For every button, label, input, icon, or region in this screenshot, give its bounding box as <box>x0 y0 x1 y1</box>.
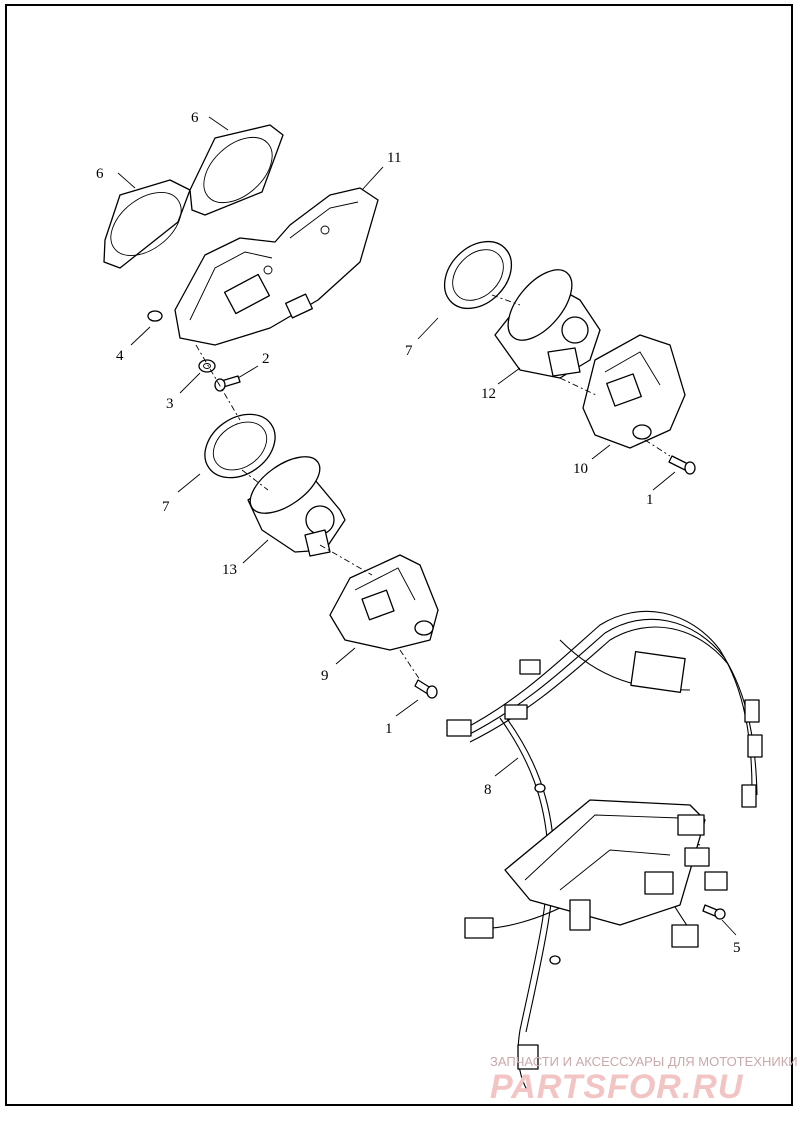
callout-6-left: 6 <box>96 166 104 182</box>
part-4-grommet <box>147 310 163 322</box>
watermark-tagline: ЗАПЧАСТИ И АКСЕССУАРЫ ДЛЯ МОТОТЕХНИКИ <box>490 1054 798 1069</box>
callout-1-lower: 1 <box>385 721 393 737</box>
part-7-ring-upper <box>443 240 513 310</box>
part-9-bracket <box>329 554 439 651</box>
callout-labels: 6 6 11 4 3 2 7 13 9 1 7 12 10 1 8 5 <box>96 110 741 956</box>
callout-1-upper: 1 <box>646 492 654 508</box>
callout-8: 8 <box>484 782 492 798</box>
part-5-screw <box>702 904 726 920</box>
part-13-gauge <box>247 456 346 557</box>
callout-2: 2 <box>262 351 270 367</box>
part-6-gasket-right <box>189 124 284 216</box>
callout-12: 12 <box>481 386 496 402</box>
callout-13: 13 <box>222 562 237 578</box>
part-12-gauge <box>494 269 601 379</box>
callout-7-lower: 7 <box>162 499 170 515</box>
callout-4: 4 <box>116 348 124 364</box>
callout-9: 9 <box>321 668 329 684</box>
part-1-bolt-lower <box>414 679 438 699</box>
assembly-lines <box>195 294 671 681</box>
callout-5: 5 <box>733 940 741 956</box>
callout-6-right: 6 <box>191 110 199 126</box>
watermark: ЗАПЧАСТИ И АКСЕССУАРЫ ДЛЯ МОТОТЕХНИКИ PA… <box>490 1054 798 1106</box>
part-3-nut <box>198 359 216 373</box>
part-7-ring-lower <box>204 413 276 479</box>
callout-7-upper: 7 <box>405 343 413 359</box>
part-1-bolt-upper <box>668 455 696 475</box>
part-11-instrument-housing <box>174 187 379 346</box>
leader-lines <box>117 116 737 936</box>
part-10-bracket <box>582 334 686 449</box>
part-8-wiring-harness <box>446 610 763 1096</box>
part-2-screw <box>214 375 241 392</box>
callout-3: 3 <box>166 396 174 412</box>
watermark-logo: PARTSFOR.RU <box>490 1068 744 1106</box>
callout-11: 11 <box>387 150 401 166</box>
callout-10: 10 <box>573 461 588 477</box>
part-6-gasket-left <box>103 179 191 269</box>
